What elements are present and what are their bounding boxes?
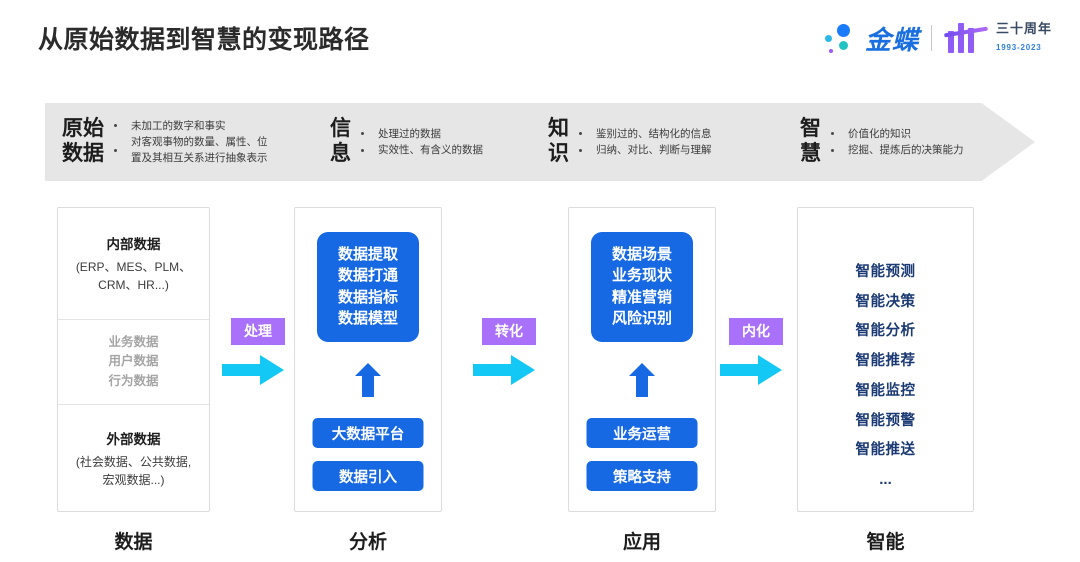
bullet-row: 实效性、有含义的数据	[361, 142, 483, 158]
data-types-section: 业务数据 用户数据 行为数据	[58, 320, 209, 405]
bullet-text: 未加工的数字和事实	[131, 119, 226, 132]
up-arrow-icon	[355, 363, 381, 397]
connector-label-process: 处理	[231, 318, 285, 345]
bullet-dot-icon	[114, 148, 117, 152]
kingdee-logo: 金蝶 三十周年 1993-2023	[821, 18, 1052, 58]
intelligence-item: 智能分析	[855, 323, 916, 340]
anniversary-years: 1993-2023	[995, 43, 1042, 52]
bullet-dot-icon	[579, 148, 582, 152]
intelligence-card: 智能预测 智能决策 智能分析 智能推荐 智能监控 智能预警 智能推送 ...	[797, 207, 974, 512]
connector-internalize: 内化	[720, 318, 792, 390]
column-analysis: 数据提取 数据打通 数据指标 数据模型 大数据平台 数据引入 分析	[294, 207, 442, 553]
internal-data-subtitle: (ERP、MES、PLM、 CRM、HR...)	[75, 260, 192, 292]
banner-stage-knowledge: 知 识 鉴别过的、结构化的信息 归纳、对比、判断与理解	[548, 103, 712, 181]
stage-bullets: 价值化的知识 挖掘、提炼后的决策能力	[831, 126, 964, 159]
banner-stage-raw-data: 原始 数据 未加工的数字和事实 对客观事物的数量、属性、位 置及其相互关系进行抽…	[62, 103, 268, 181]
column-data: 内部数据 (ERP、MES、PLM、 CRM、HR...) 业务数据 用户数据 …	[57, 207, 210, 553]
bullet-row: 归纳、对比、判断与理解	[579, 142, 712, 158]
bullet-text: 鉴别过的、结构化的信息	[596, 127, 712, 140]
column-label-analysis: 分析	[348, 532, 387, 553]
stage-name: 知 识	[548, 117, 569, 165]
bullet-dot-icon	[831, 132, 834, 136]
bullet-dot-icon	[361, 148, 364, 152]
bullet-row: 鉴别过的、结构化的信息	[579, 126, 712, 142]
data-type-item: 行为数据	[108, 373, 159, 388]
intelligence-list: 智能预测 智能决策 智能分析 智能推荐 智能监控 智能预警 智能推送 ...	[798, 258, 973, 493]
column-label-intelligence: 智能	[866, 532, 905, 553]
connector-label-internalize: 内化	[729, 318, 783, 345]
kingdee-dots-icon	[821, 21, 861, 55]
bullet-row: 挖掘、提炼后的决策能力	[831, 142, 964, 158]
stage-bullets: 未加工的数字和事实 对客观事物的数量、属性、位 置及其相互关系进行抽象表示	[114, 118, 268, 167]
intelligence-item: 智能推荐	[855, 353, 916, 370]
intelligence-item: 智能预测	[855, 264, 916, 280]
external-data-subtitle: (社会数据、公共数据, 宏观数据...)	[75, 454, 192, 487]
stage-bullets: 处理过的数据 实效性、有含义的数据	[361, 126, 483, 159]
bullet-row: 未加工的数字和事实	[114, 118, 268, 134]
bullet-row: 价值化的知识	[831, 126, 964, 142]
column-application: 数据场景 业务现状 精准营销 风险识别 业务运营 策略支持 应用	[568, 207, 716, 553]
banner-stage-wisdom: 智 慧 价值化的知识 挖掘、提炼后的决策能力	[800, 103, 964, 181]
data-card: 内部数据 (ERP、MES、PLM、 CRM、HR...) 业务数据 用户数据 …	[57, 207, 210, 512]
analysis-card: 数据提取 数据打通 数据指标 数据模型 大数据平台 数据引入	[294, 207, 442, 512]
right-arrow-icon	[473, 355, 535, 385]
internal-data-title: 内部数据	[106, 237, 161, 252]
analysis-pill-platform[interactable]: 大数据平台	[312, 418, 424, 448]
bullet-text: 对客观事物的数量、属性、位 置及其相互关系进行抽象表示	[131, 135, 268, 165]
internal-data-section: 内部数据 (ERP、MES、PLM、 CRM、HR...)	[58, 208, 209, 320]
data-type-item: 业务数据	[108, 334, 159, 349]
stage-name: 智 慧	[800, 117, 821, 165]
bullet-dot-icon	[114, 124, 117, 128]
column-label-data: 数据	[114, 532, 153, 553]
banner-stage-information: 信 息 处理过的数据 实效性、有含义的数据	[330, 103, 483, 181]
application-pill-operations[interactable]: 业务运营	[586, 418, 698, 448]
connector-transform: 转化	[473, 318, 545, 390]
bullet-text: 挖掘、提炼后的决策能力	[848, 144, 964, 156]
page-title: 从原始数据到智慧的变现路径	[38, 26, 370, 54]
bullet-dot-icon	[579, 132, 582, 136]
application-scenario-box: 数据场景 业务现状 精准营销 风险识别	[591, 232, 693, 343]
brand-name: 金蝶	[864, 24, 919, 55]
external-data-title: 外部数据	[106, 431, 161, 447]
stage-name: 信 息	[330, 117, 351, 165]
up-arrow-icon	[629, 363, 655, 397]
intelligence-item: 智能预警	[855, 412, 916, 429]
intelligence-item: 智能推送	[855, 442, 916, 459]
intelligence-item: 智能监控	[855, 382, 916, 399]
analysis-capability-box: 数据提取 数据打通 数据指标 数据模型	[317, 232, 419, 343]
bullet-text: 处理过的数据	[378, 127, 441, 140]
stage-banner: 原始 数据 未加工的数字和事实 对客观事物的数量、属性、位 置及其相互关系进行抽…	[45, 103, 1035, 181]
right-arrow-icon	[222, 355, 284, 385]
analysis-pill-ingest[interactable]: 数据引入	[312, 461, 424, 491]
external-data-section: 外部数据 (社会数据、公共数据, 宏观数据...)	[58, 405, 209, 511]
bullet-row: 对客观事物的数量、属性、位 置及其相互关系进行抽象表示	[114, 134, 268, 167]
anniversary-mark-icon	[943, 21, 989, 55]
bullet-dot-icon	[831, 148, 834, 152]
data-type-item: 用户数据	[108, 354, 159, 369]
logo-divider	[930, 25, 932, 51]
intelligence-item: 智能决策	[855, 293, 916, 310]
application-pill-strategy[interactable]: 策略支持	[586, 461, 698, 491]
column-intelligence: 智能预测 智能决策 智能分析 智能推荐 智能监控 智能预警 智能推送 ... 智…	[797, 207, 974, 553]
bullet-row: 处理过的数据	[361, 126, 483, 142]
bullet-text: 归纳、对比、判断与理解	[596, 144, 712, 156]
connector-label-transform: 转化	[482, 318, 536, 345]
anniversary-text: 三十周年 1993-2023	[996, 21, 1052, 55]
intelligence-ellipsis: ...	[879, 471, 892, 489]
application-card: 数据场景 业务现状 精准营销 风险识别 业务运营 策略支持	[568, 207, 716, 512]
anniversary-label: 三十周年	[995, 21, 1052, 37]
right-arrow-icon	[720, 355, 782, 385]
stage-name: 原始 数据	[62, 117, 104, 165]
stage-bullets: 鉴别过的、结构化的信息 归纳、对比、判断与理解	[579, 126, 712, 159]
bullet-text: 实效性、有含义的数据	[378, 144, 483, 156]
bullet-text: 价值化的知识	[848, 127, 911, 140]
connector-process: 处理	[222, 318, 294, 390]
bullet-dot-icon	[361, 132, 364, 136]
column-label-application: 应用	[622, 532, 661, 553]
